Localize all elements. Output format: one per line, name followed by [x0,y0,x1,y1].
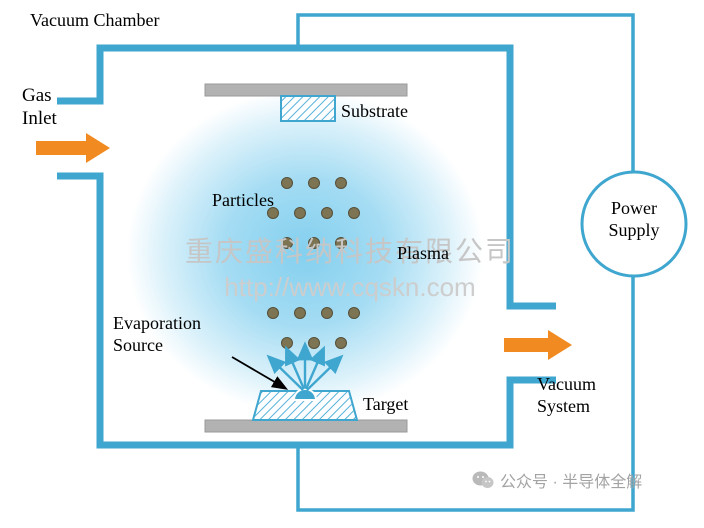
target-block [251,390,359,421]
power-supply-circle [580,170,688,278]
vacuum-system-label: Vacuum System [537,374,596,416]
evaporation-source-label: Evaporation Source [113,313,201,355]
particle-dots [267,177,360,349]
evaporation-source-pointer-arrow [231,356,289,390]
target-label: Target [363,394,409,414]
flux-arrows [266,341,344,391]
plasma-label: Plasma [397,243,449,263]
substrate-label: Substrate [341,101,408,121]
plasma-glow [127,90,483,414]
target-holder-bar [204,419,408,433]
wechat-icon [472,471,494,488]
footer-watermark: 公众号 · 半导体全解 [472,468,642,492]
gas-inlet-label: Gas Inlet [22,85,57,130]
substrate-block [280,95,336,122]
power-supply-wires [296,13,635,512]
vacuum-system-arrow [504,330,572,360]
substrate-holder-bar [204,83,408,97]
gas-inlet-arrow [36,133,110,163]
footer-watermark-text: 公众号 · 半导体全解 [500,474,643,491]
particles-label: Particles [212,190,274,210]
power-supply-label: Power Supply [608,198,660,240]
watermark-company: 重庆盛科纳科技有限公司 [184,236,515,267]
watermark-url: http://www.cqskn.com [224,272,476,302]
vacuum-chamber-label: Vacuum Chamber [30,10,160,30]
vacuum-chamber-walls [57,44,556,449]
